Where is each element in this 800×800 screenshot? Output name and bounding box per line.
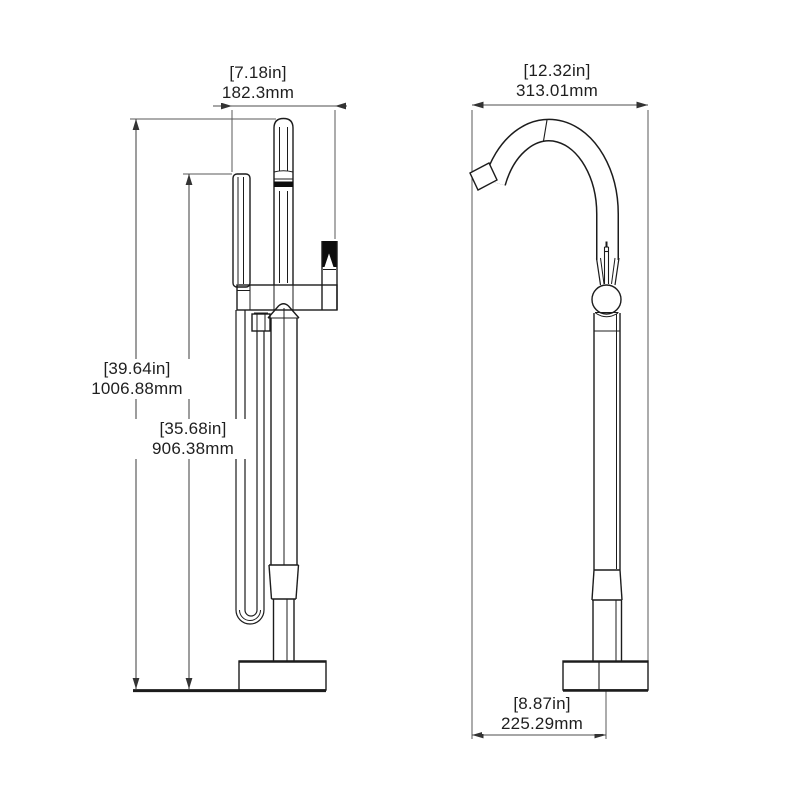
hand-shower-wand [232, 173, 251, 288]
side-column [591, 313, 623, 661]
side-view-faucet [469, 118, 649, 692]
spout-reach-dimension-label: [8.87in] 225.29mm [482, 694, 602, 735]
side-width-dimension-label: [12.32in] 313.01mm [497, 61, 617, 102]
witness-lines [130, 110, 649, 739]
front-column [268, 308, 300, 661]
gooseneck-spout [469, 118, 619, 260]
front-view-faucet [133, 117, 338, 693]
ball-joint [591, 284, 622, 318]
front-width-inches: [7.18in] [229, 63, 287, 82]
side-base [562, 660, 649, 692]
tub-spout-outlet [321, 241, 338, 310]
faucet-body [236, 284, 338, 311]
overall-height-inches: [39.64in] [103, 359, 171, 378]
front-width-dimension-label: [7.18in] 182.3mm [198, 63, 318, 104]
spout-reach-inches: [8.87in] [513, 694, 571, 713]
riser-pipe [273, 117, 294, 285]
spout-neck [595, 257, 620, 286]
spout-tip-aerator [469, 162, 498, 191]
spout-black-wedge [322, 241, 337, 267]
shower-hose-loop [235, 310, 265, 625]
riser-dark-band [274, 181, 293, 187]
hand-shower-height-dimension-label: [35.68in] 906.38mm [133, 419, 253, 460]
front-base [238, 660, 327, 691]
lever-handle [603, 241, 610, 284]
hand-shower-height-inches: [35.68in] [159, 419, 227, 438]
side-width-inches: [12.32in] [523, 61, 591, 80]
spout-apex-seam [542, 119, 548, 142]
hose-nut [251, 312, 271, 332]
front-width-mm: 182.3mm [221, 83, 295, 103]
overall-height-mm: 1006.88mm [91, 379, 183, 399]
hand-shower-height-mm: 906.38mm [152, 439, 234, 459]
spout-reach-mm: 225.29mm [501, 714, 583, 734]
overall-height-dimension-label: [39.64in] 1006.88mm [77, 359, 197, 400]
side-width-mm: 313.01mm [516, 81, 598, 101]
dimension-arrowheads [132, 101, 648, 739]
